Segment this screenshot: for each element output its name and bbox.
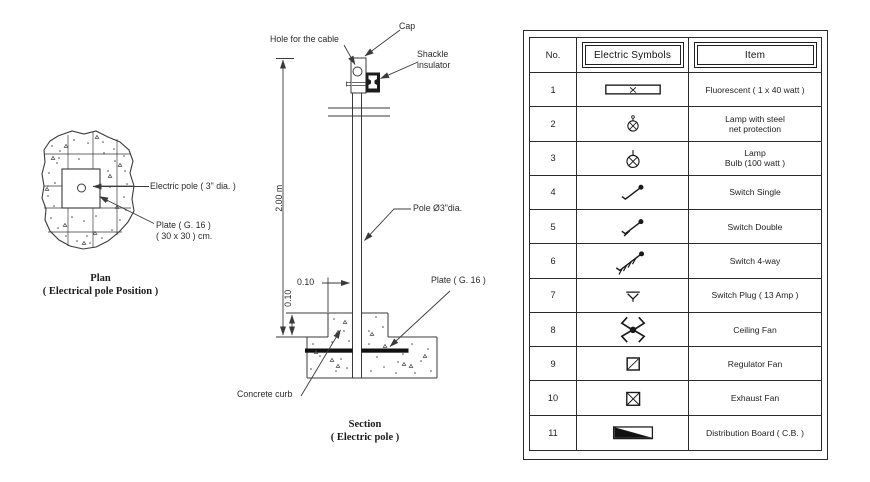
item-text: Exhaust Fan [730, 393, 780, 404]
symbol-cell [577, 141, 689, 176]
plan-plate-and-pole [61, 168, 101, 209]
fluorescent-symbol [604, 84, 661, 95]
header-item: Item [689, 38, 821, 73]
item-text: Distribution Board ( C.B. ) [706, 427, 804, 438]
symbol-cell [577, 73, 689, 108]
switch-plug-symbol [625, 291, 640, 302]
row-no: 10 [530, 381, 577, 416]
item-text-line2: net protection [728, 123, 782, 134]
item-cell: Switch Double [689, 210, 821, 245]
plan-caption: Plan ( Electrical pole Position ) [28, 272, 173, 298]
section-leader-lines [300, 29, 451, 397]
item-cell: Switch Single [689, 176, 821, 211]
item-cell: Lamp Bulb (100 watt ) [689, 142, 821, 176]
item-text: Switch 4-way [729, 255, 781, 266]
switch-single-symbol [620, 184, 643, 200]
row-no: 5 [530, 210, 577, 245]
row-no: 9 [530, 347, 577, 382]
section-pole [328, 57, 390, 378]
electric-pole-label-plan: Electric pole ( 3" dia. ) [150, 181, 236, 191]
row-no: 8 [530, 312, 577, 348]
item-cell: Switch 4-way [689, 244, 821, 279]
shackle-insulator-label: Shackle insulator [417, 49, 450, 70]
header-item-box: Item [693, 42, 817, 68]
row-no: 1 [530, 73, 577, 108]
symbol-cell [577, 175, 689, 211]
plan-caption-title: Plan [90, 273, 111, 284]
item-text: Switch Double [727, 221, 783, 232]
section-caption-subtitle: ( Electric pole ) [330, 432, 400, 443]
section-concrete-curb [306, 312, 438, 379]
item-cell: Lamp with steel net protection [689, 107, 821, 142]
section-stipple-triangles [313, 319, 428, 368]
item-text: Lamp [744, 148, 766, 159]
switch-double-symbol [620, 219, 643, 237]
section-caption-title: Section [348, 419, 382, 430]
item-text: Fluorescent ( 1 x 40 watt ) [705, 84, 805, 95]
hole-for-cable-label: Hole for the cable [270, 34, 339, 44]
item-text: Lamp with steel [725, 113, 785, 124]
item-cell: Distribution Board ( C.B. ) [689, 416, 821, 450]
item-cell: Switch Plug ( 13 Amp ) [689, 279, 821, 313]
symbol-cell [577, 278, 689, 313]
symbol-cell [577, 107, 689, 142]
item-text: Ceiling Fan [733, 324, 777, 335]
header-symbols: Electric Symbols [577, 38, 689, 73]
header-item-text: Item [696, 45, 814, 65]
section-dimensions [276, 58, 350, 338]
lamp-bulb-symbol [625, 149, 640, 168]
ceiling-fan-symbol [620, 316, 645, 343]
row-no: 3 [530, 141, 577, 176]
item-cell: Ceiling Fan [689, 313, 821, 348]
section-stipple-dots [310, 316, 432, 374]
item-cell: Regulator Fan [689, 347, 821, 382]
shackle-label-line1: Shackle [417, 49, 449, 59]
row-no: 4 [530, 175, 577, 211]
offset-vertical-dimension-text: 0.10 [282, 289, 293, 307]
section-caption: Section ( Electric pole ) [298, 418, 432, 444]
row-no: 6 [530, 244, 577, 279]
header-symbols-text: Electric Symbols [584, 45, 681, 65]
drawing-linework [41, 29, 451, 397]
item-text: Regulator Fan [727, 358, 783, 369]
switch-4way-symbol [615, 251, 644, 276]
symbol-cell [577, 415, 689, 450]
header-symbols-box: Electric Symbols [581, 42, 684, 68]
plate-label-plan: Plate ( G. 16 ) ( 30 x 30 ) cm. [156, 220, 212, 241]
shackle-label-line2: insulator [417, 59, 451, 70]
electric-symbols-table: No. Electric Symbols Item 1 Fluorescent … [529, 37, 822, 451]
symbol-cell [577, 210, 689, 245]
symbol-cell [577, 244, 689, 279]
symbol-cell [577, 347, 689, 382]
symbol-cell [577, 312, 689, 348]
plan-caption-subtitle: ( Electrical pole Position ) [42, 286, 159, 297]
item-text: Switch Single [729, 187, 781, 198]
concrete-curb-label: Concrete curb [237, 389, 293, 399]
item-cell: Fluorescent ( 1 x 40 watt ) [689, 73, 821, 108]
plan-stipple-triangles [44, 134, 123, 245]
section-shackle-insulator [365, 72, 380, 93]
cap-label: Cap [399, 21, 416, 31]
row-no: 7 [530, 278, 577, 313]
symbols-table-frame [523, 30, 828, 460]
item-text-line2: Bulb (100 watt ) [724, 158, 786, 169]
regulator-fan-symbol [625, 357, 640, 372]
symbol-cell [577, 381, 689, 416]
lamp-steel-net-symbol [626, 115, 639, 132]
plate-plan-line1: Plate ( G. 16 ) [156, 220, 211, 230]
row-no: 2 [530, 107, 577, 142]
offset-horizontal-dimension-text: 0.10 [297, 277, 315, 287]
exhaust-fan-symbol [625, 391, 640, 406]
plate-plan-line2: ( 30 x 30 ) cm. [156, 230, 213, 241]
section-base-plates [305, 348, 409, 353]
item-cell: Exhaust Fan [689, 381, 821, 416]
height-dimension-text: 2.00 m [273, 184, 284, 212]
pole-dia-label: Pole Ø3"dia. [413, 203, 463, 213]
distribution-board-symbol [612, 426, 653, 440]
plan-leader-lines [92, 183, 155, 224]
item-text: Switch Plug ( 13 Amp ) [711, 290, 799, 301]
plate-label-section: Plate ( G. 16 ) [431, 275, 486, 285]
row-no: 11 [530, 415, 577, 450]
header-no: No. [530, 38, 577, 73]
